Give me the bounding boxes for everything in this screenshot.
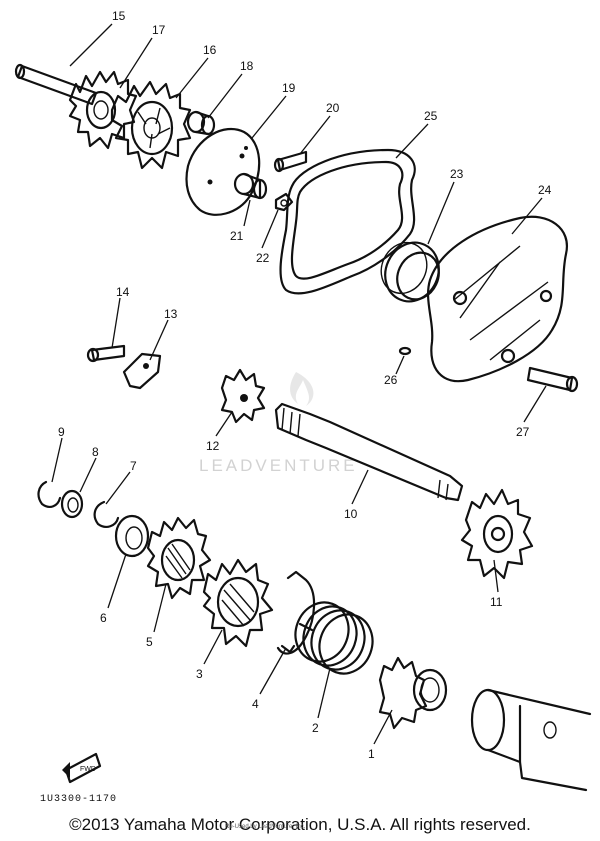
callout-16: 16 [203, 43, 217, 57]
callout-13: 13 [164, 307, 178, 321]
bolt-part-20 [273, 150, 308, 173]
lock-plate-part-13 [122, 352, 162, 390]
callout-5: 5 [146, 635, 153, 649]
gear-part-1 [378, 656, 448, 730]
callout-12: 12 [206, 439, 220, 453]
diagram-code: 1U3300-1170 [40, 794, 118, 805]
circlip-part-7 [93, 500, 120, 528]
cover-part-24 [426, 215, 569, 383]
clip-part-4 [276, 570, 316, 655]
callout-11: 11 [490, 595, 503, 609]
shaft-part-10 [274, 402, 464, 502]
gear-part-12 [220, 368, 266, 424]
callout-6: 6 [100, 611, 107, 625]
callout-8: 8 [92, 445, 99, 459]
callout-3: 3 [196, 667, 203, 681]
collar-part-21 [233, 172, 268, 200]
svg-text:FWD: FWD [80, 766, 96, 773]
gear-part-5 [146, 516, 212, 600]
oil-seal-part-23 [380, 241, 440, 303]
callout-14: 14 [116, 285, 130, 299]
callout-10: 10 [344, 507, 358, 521]
callout-27: 27 [516, 425, 530, 439]
callout-9: 9 [58, 425, 65, 439]
callout-17: 17 [152, 23, 166, 37]
watermark-text: LEADVENTURE [199, 456, 358, 475]
callout-26: 26 [384, 373, 398, 387]
gasket-part-25 [279, 148, 416, 295]
callout-15: 15 [112, 9, 126, 23]
spring-part-2 [294, 601, 374, 675]
gear-part-3 [202, 558, 274, 648]
callout-22: 22 [256, 251, 270, 265]
gear-part-16 [110, 80, 192, 170]
gear-part-17 [68, 70, 138, 150]
circlip-part-9 [37, 480, 62, 508]
shaft-end [470, 688, 592, 792]
copyright-notice: ©2013 Yamaha Motor Corporation, U.S.A. A… [69, 815, 531, 834]
washer-part-6 [114, 514, 150, 558]
washer-part-8 [60, 489, 84, 519]
callout-20: 20 [326, 101, 340, 115]
callout-24: 24 [538, 183, 552, 197]
reuse-credit: Re-Used by LeadVenture, Inc. [225, 824, 306, 830]
bushing-part-18 [186, 110, 216, 136]
callout-19: 19 [282, 81, 296, 95]
dowel-part-26 [398, 346, 412, 356]
gear-part-11 [460, 488, 534, 580]
callout-23: 23 [450, 167, 464, 181]
bolt-part-27 [526, 366, 579, 393]
watermark-logo [290, 372, 314, 406]
callout-21: 21 [230, 229, 244, 243]
callout-4: 4 [252, 697, 259, 711]
bolt-part-14 [86, 344, 126, 363]
callout-7: 7 [130, 459, 137, 473]
callout-25: 25 [424, 109, 438, 123]
leader-lines [51, 23, 547, 745]
callout-labels: 15 17 16 18 19 20 25 23 24 21 22 14 13 2… [58, 9, 552, 761]
fwd-arrow-icon: FWD [62, 752, 102, 784]
callout-1: 1 [368, 747, 375, 761]
callout-2: 2 [312, 721, 319, 735]
shaft-part-15 [14, 63, 98, 106]
callout-18: 18 [240, 59, 254, 73]
plate-part-19 [185, 127, 261, 216]
